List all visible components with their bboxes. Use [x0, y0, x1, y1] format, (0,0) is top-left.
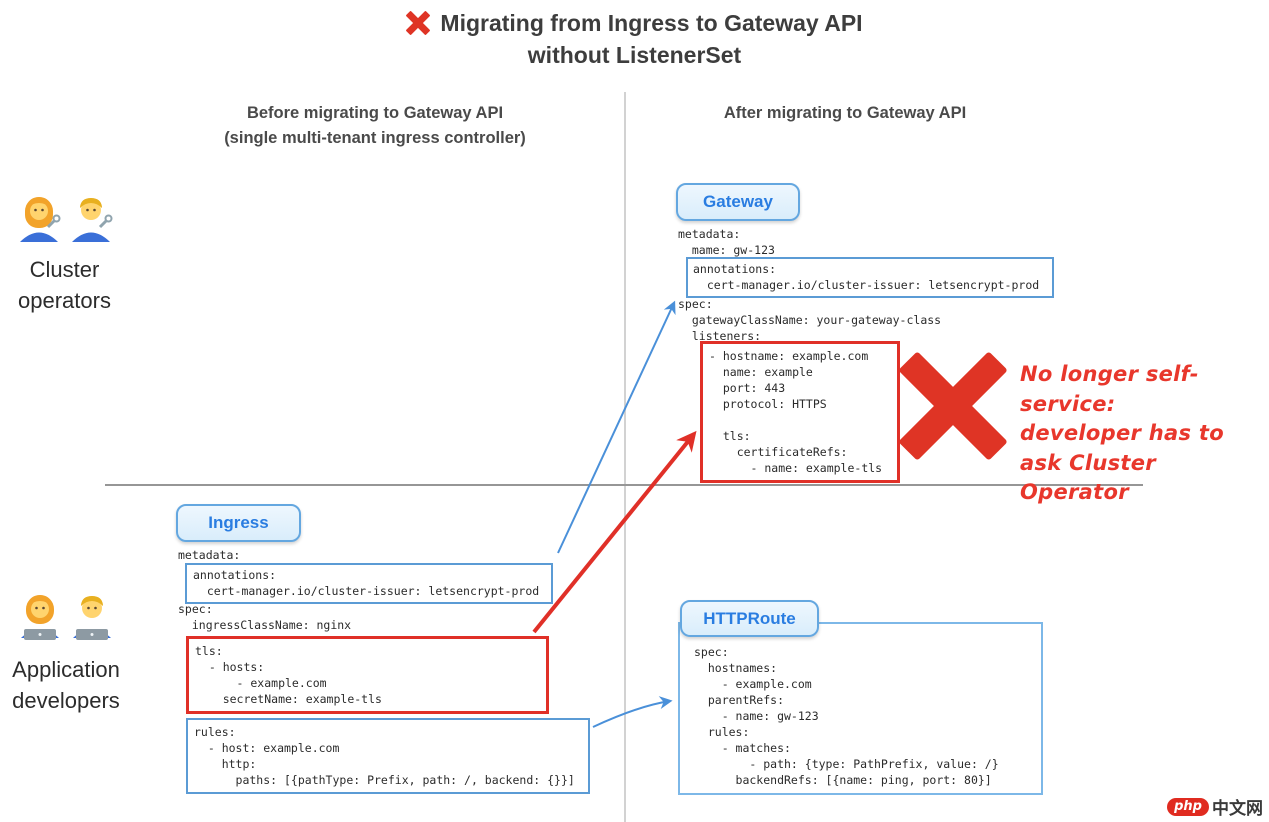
note-line3: ask Cluster Operator: [1020, 450, 1156, 505]
ingress-annotations-highlight-box: annotations: cert-manager.io/cluster-iss…: [185, 563, 553, 604]
note-line1: No longer self-service:: [1020, 362, 1199, 416]
developers-label-line1: Application: [12, 657, 120, 682]
ingress-yaml-annotations: annotations: cert-manager.io/cluster-iss…: [193, 568, 540, 598]
woman-technologist-icon: [21, 595, 59, 640]
horizontal-divider: [105, 484, 1143, 486]
httproute-label-text: HTTPRoute: [703, 608, 796, 628]
after-column-header: After migrating to Gateway API: [632, 101, 1058, 126]
man-technologist-icon: [73, 596, 111, 640]
ingress-yaml-tls: tls: - hosts: - example.com secretName: …: [195, 644, 382, 706]
vertical-divider: [624, 92, 626, 822]
gateway-yaml-listeners: - hostname: example.com name: example po…: [709, 349, 883, 475]
ingress-yaml-spec: spec: ingressClassName: nginx: [178, 602, 352, 632]
watermark-php-cn: php 中文网: [1167, 794, 1263, 819]
red-x-icon-large: [903, 357, 1003, 455]
title-line2: without ListenerSet: [527, 42, 742, 68]
before-header-line1: Before migrating to Gateway API: [246, 104, 504, 122]
self-service-note: No longer self-service: developer has to…: [1020, 360, 1265, 508]
gateway-yaml-spec: spec: gatewayClassName: your-gateway-cla…: [678, 297, 942, 343]
man-mechanic-icon: [71, 198, 112, 242]
operators-label-line1: Cluster: [29, 257, 100, 282]
ingress-yaml-metadata: metadata:: [178, 548, 241, 562]
gateway-yaml-metadata: metadata: mame: gw-123: [678, 227, 775, 257]
ingress-label-text: Ingress: [208, 513, 269, 532]
ingress-rules-highlight-box: rules: - host: example.com http: paths: …: [186, 718, 590, 794]
woman-mechanic-icon: [19, 197, 60, 242]
cluster-operators-actor: Cluster operators: [2, 192, 127, 316]
gateway-yaml-annotations: annotations: cert-manager.io/cluster-iss…: [693, 262, 1040, 292]
application-developers-actor: Application developers: [2, 592, 130, 716]
arrow-ingress-annotations-to-gateway: [557, 300, 676, 554]
ingress-tls-highlight-box: tls: - hosts: - example.com secretName: …: [186, 636, 549, 714]
title-line1: Migrating from Ingress to Gateway API: [440, 10, 863, 36]
ingress-yaml-rules: rules: - host: example.com http: paths: …: [194, 725, 575, 787]
gateway-annotations-highlight-box: annotations: cert-manager.io/cluster-iss…: [686, 257, 1054, 298]
arrow-ingress-tls-to-gateway-listeners: [532, 430, 697, 634]
after-header-line1: After migrating to Gateway API: [723, 104, 967, 122]
ingress-resource-label: Ingress: [176, 504, 301, 542]
httproute-outline-box: [678, 622, 1043, 795]
before-column-header: Before migrating to Gateway API (single …: [155, 101, 595, 151]
red-x-icon: [406, 11, 430, 35]
diagram-title: Migrating from Ingress to Gateway API wi…: [0, 7, 1269, 71]
developers-label-line2: developers: [12, 688, 120, 713]
note-line2: developer has to: [1020, 421, 1224, 445]
operators-label-line2: operators: [18, 288, 111, 313]
gateway-resource-label: Gateway: [676, 183, 800, 221]
arrow-ingress-rules-to-httproute: [592, 696, 673, 728]
gateway-listeners-highlight-box: - hostname: example.com name: example po…: [700, 341, 900, 483]
httproute-yaml-spec: spec: hostnames: - example.com parentRef…: [694, 645, 999, 787]
gateway-label-text: Gateway: [703, 192, 773, 211]
httproute-resource-label: HTTPRoute: [680, 600, 819, 637]
php-logo: php: [1167, 797, 1209, 816]
before-header-line2: (single multi-tenant ingress controller): [224, 129, 526, 147]
watermark-text: 中文网: [1212, 799, 1263, 819]
